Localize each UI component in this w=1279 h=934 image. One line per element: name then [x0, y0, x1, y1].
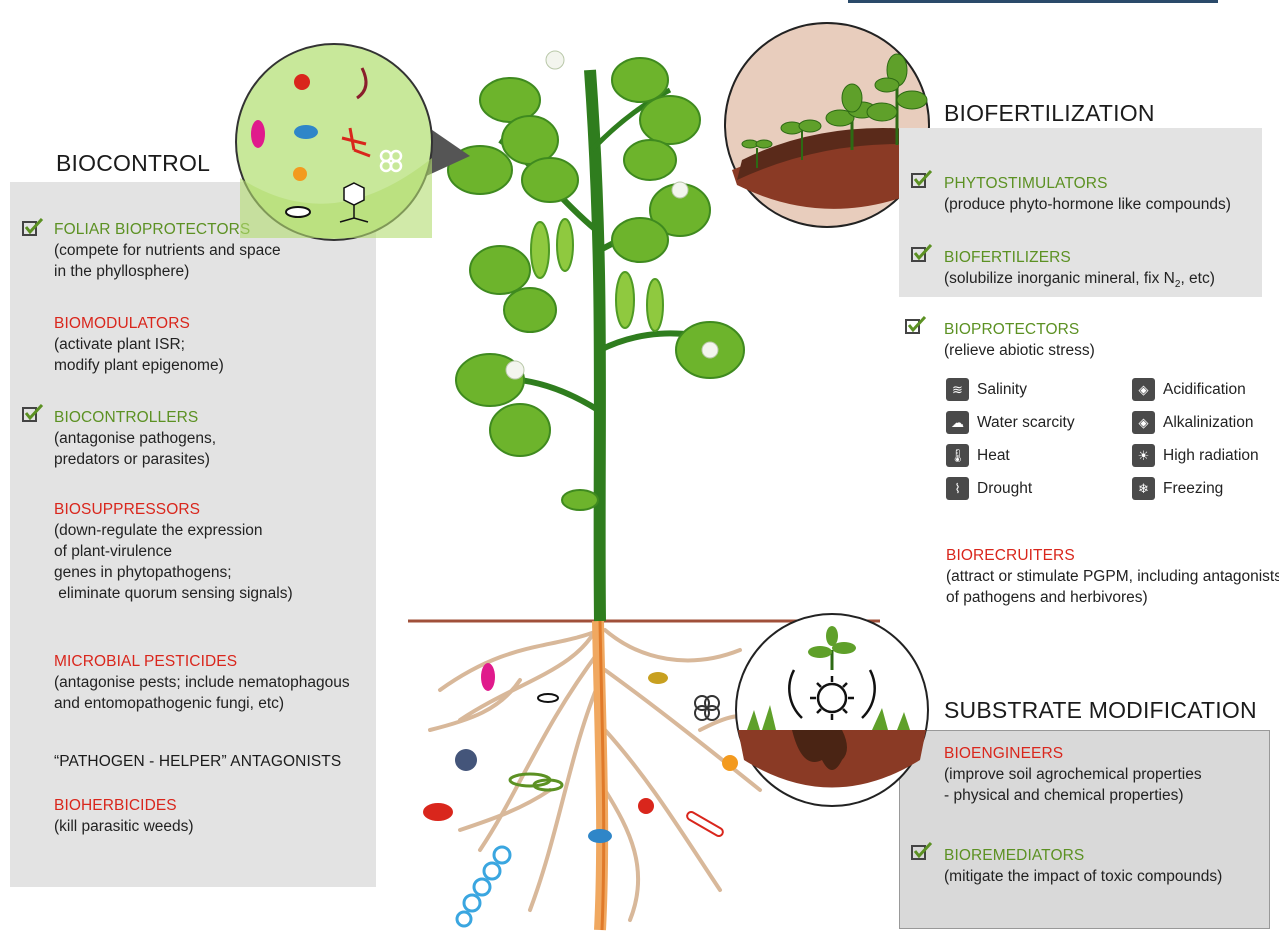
- stress-item-water-scarcity: ☁ Water scarcity: [946, 411, 1075, 434]
- item-desc: (antagonise pathogens, predators or para…: [54, 428, 216, 470]
- item-title: BIOFERTILIZERS: [944, 248, 1215, 268]
- acidification-icon: ◈: [1132, 378, 1155, 401]
- item-title: BIOCONTROLLERS: [54, 408, 216, 428]
- item-title: BIOPROTECTORS: [944, 320, 1095, 340]
- item-biofertilizers: BIOFERTILIZERS (solubilize inorganic min…: [944, 248, 1215, 295]
- stress-label: Heat: [977, 447, 1010, 465]
- item-desc: (kill parasitic weeds): [54, 816, 194, 837]
- biofertilization-title: BIOFERTILIZATION: [944, 100, 1155, 127]
- item-title: BIORECRUITERS: [946, 546, 1279, 566]
- item-title: PHYTOSTIMULATORS: [944, 174, 1231, 194]
- item-desc: (improve soil agrochemical properties - …: [944, 764, 1202, 806]
- stress-item-heat: 🌡 Heat: [946, 444, 1010, 467]
- stress-label: High radiation: [1163, 447, 1259, 465]
- stress-item-salinity: ≋ Salinity: [946, 378, 1027, 401]
- item-biomodulators: BIOMODULATORS (activate plant ISR; modif…: [54, 314, 224, 376]
- stress-label: Freezing: [1163, 480, 1223, 498]
- checkmark-icon: [22, 218, 44, 236]
- stress-label: Water scarcity: [977, 414, 1075, 432]
- item-desc: (mitigate the impact of toxic compounds): [944, 866, 1222, 887]
- stress-item-acidification: ◈ Acidification: [1132, 378, 1246, 401]
- water-scarcity-icon: ☁: [946, 411, 969, 434]
- item-title: MICROBIAL PESTICIDES: [54, 652, 350, 672]
- item-desc: (attract or stimulate PGPM, including an…: [946, 566, 1279, 608]
- item-phytostimulators: PHYTOSTIMULATORS (produce phyto-hormone …: [944, 174, 1231, 215]
- item-pathogen-helper-antagonists: “PATHOGEN - HELPER” ANTAGONISTS: [54, 752, 341, 772]
- biocontrol-title: BIOCONTROL: [56, 150, 210, 177]
- stress-label: Drought: [977, 480, 1032, 498]
- stress-item-drought: ⌇ Drought: [946, 477, 1032, 500]
- substrate-circle: [732, 610, 932, 810]
- stress-label: Salinity: [977, 381, 1027, 399]
- substrate-title: SUBSTRATE MODIFICATION: [944, 697, 1257, 724]
- item-desc: (produce phyto-hormone like compounds): [944, 194, 1231, 215]
- item-title: BIOSUPPRESSORS: [54, 500, 293, 520]
- stress-item-alkalinization: ◈ Alkalinization: [1132, 411, 1253, 434]
- soil-microbes: [423, 663, 738, 926]
- item-biocontrollers: BIOCONTROLLERS (antagonise pathogens, pr…: [54, 408, 216, 470]
- top-accent-bar: [848, 0, 1218, 3]
- salinity-icon: ≋: [946, 378, 969, 401]
- checkmark-icon: [911, 244, 933, 262]
- item-title: “PATHOGEN - HELPER” ANTAGONISTS: [54, 752, 341, 772]
- alkalinization-icon: ◈: [1132, 411, 1155, 434]
- item-title: BIOREMEDIATORS: [944, 846, 1222, 866]
- item-desc: (solubilize inorganic mineral, fix N2, e…: [944, 268, 1215, 295]
- item-desc: (activate plant ISR; modify plant epigen…: [54, 334, 224, 376]
- item-bioherbicides: BIOHERBICIDES (kill parasitic weeds): [54, 796, 194, 837]
- item-biosuppressors: BIOSUPPRESSORS (down-regulate the expres…: [54, 500, 293, 604]
- checkmark-icon: [911, 842, 933, 860]
- checkmark-icon: [22, 404, 44, 422]
- item-desc: (antagonise pests; include nematophagous…: [54, 672, 350, 714]
- stress-label: Acidification: [1163, 381, 1246, 399]
- checkmark-icon: [911, 170, 933, 188]
- stress-item-freezing: ❄ Freezing: [1132, 477, 1223, 500]
- stress-item-high-radiation: ☀ High radiation: [1132, 444, 1259, 467]
- heat-icon: 🌡: [946, 444, 969, 467]
- drought-icon: ⌇: [946, 477, 969, 500]
- item-bioremediators: BIOREMEDIATORS (mitigate the impact of t…: [944, 846, 1222, 887]
- item-microbial-pesticides: MICROBIAL PESTICIDES (antagonise pests; …: [54, 652, 350, 714]
- item-title: BIOMODULATORS: [54, 314, 224, 334]
- freezing-icon: ❄: [1132, 477, 1155, 500]
- high-radiation-icon: ☀: [1132, 444, 1155, 467]
- stress-label: Alkalinization: [1163, 414, 1253, 432]
- item-title: BIOENGINEERS: [944, 744, 1202, 764]
- item-bioengineers: BIOENGINEERS (improve soil agrochemical …: [944, 744, 1202, 806]
- item-desc: (down-regulate the expression of plant-v…: [54, 520, 293, 604]
- item-bioprotectors: BIOPROTECTORS (relieve abiotic stress): [944, 320, 1095, 361]
- item-biorecruiters: BIORECRUITERS (attract or stimulate PGPM…: [946, 546, 1279, 608]
- item-title: BIOHERBICIDES: [54, 796, 194, 816]
- item-desc: (relieve abiotic stress): [944, 340, 1095, 361]
- checkmark-icon: [905, 316, 927, 334]
- phyllosphere-circle: [232, 38, 477, 248]
